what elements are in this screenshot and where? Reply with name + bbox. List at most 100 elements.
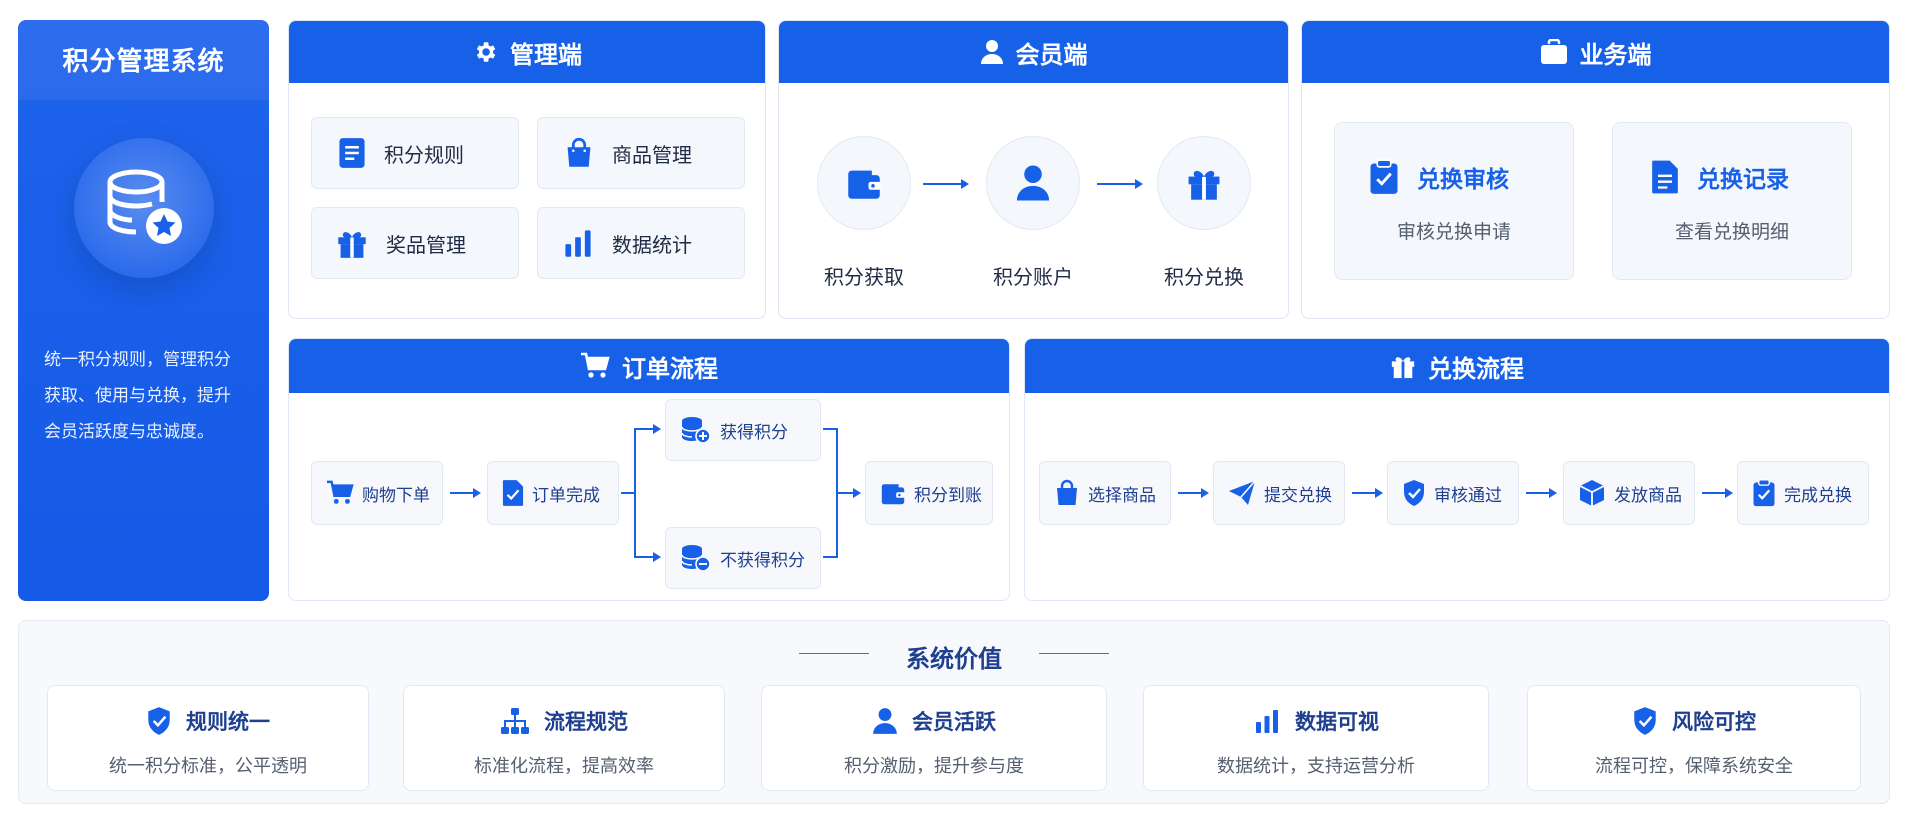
value-panel: 系统价值 规则统一 统一积分标准，公平透明 流程规范 标准化流程，提高效率 会员… [18, 620, 1890, 804]
order-node-no-earn[interactable]: 不获得积分 [665, 527, 821, 589]
cart-icon [326, 480, 354, 506]
value-title: 系统价值 [906, 645, 1002, 673]
redeem-flow-card: 兑换流程 选择商品 提交兑换 审核通过 发放商品 完成兑换 [1024, 338, 1890, 601]
shopping-bag-icon [1054, 479, 1080, 507]
user-icon [872, 707, 898, 735]
system-title: 积分管理系统 [18, 20, 269, 100]
user-icon [980, 39, 1004, 65]
order-node-label: 获得积分 [720, 422, 788, 443]
arrow-right [1097, 179, 1143, 189]
database-plus-icon [680, 415, 712, 445]
admin-item-prizes[interactable]: 奖品管理 [311, 207, 519, 279]
business-item-title: 兑换审核 [1417, 167, 1509, 193]
org-chart-icon [500, 707, 530, 735]
business-item-title: 兑换记录 [1697, 167, 1789, 193]
value-card-head: 会员活跃 [762, 706, 1106, 736]
admin-card-header: 管理端 [289, 21, 765, 83]
admin-item-label: 商品管理 [612, 142, 692, 167]
clipboard-check-icon [502, 479, 524, 507]
redeem-node-deliver[interactable]: 发放商品 [1563, 461, 1695, 525]
clipboard-check-icon [1369, 159, 1399, 195]
member-step-label: 积分账户 [993, 265, 1073, 289]
bar-chart-icon [562, 227, 594, 259]
shield-check-icon [1632, 706, 1658, 736]
wallet-icon [846, 166, 882, 200]
value-card: 规则统一 统一积分标准，公平透明 [47, 685, 369, 791]
arrow-right [1352, 488, 1383, 498]
redeem-node-label: 审核通过 [1434, 485, 1502, 506]
business-item-records[interactable]: 兑换记录 查看兑换明细 [1612, 122, 1852, 280]
value-card-desc: 标准化流程，提高效率 [474, 756, 654, 777]
order-flow-header: 订单流程 [289, 339, 1009, 393]
business-card-header: 业务端 [1302, 21, 1889, 83]
value-card-title: 流程规范 [544, 710, 628, 734]
value-card: 数据可视 数据统计，支持运营分析 [1143, 685, 1489, 791]
gear-icon [472, 39, 498, 65]
value-card: 风险可控 流程可控，保障系统安全 [1527, 685, 1861, 791]
system-description: 统一积分规则，管理积分 获取、使用与兑换，提升 会员活跃度与忠诚度。 [44, 342, 249, 450]
system-desc-line: 统一积分规则，管理积分 [44, 350, 231, 370]
shopping-bag-icon [564, 137, 594, 169]
member-step-earn[interactable] [817, 136, 911, 230]
order-flow-title: 订单流程 [622, 354, 718, 383]
member-card-header: 会员端 [779, 21, 1288, 83]
document-icon [1651, 159, 1679, 195]
value-card-head: 规则统一 [48, 706, 368, 736]
business-item-desc: 查看兑换明细 [1674, 221, 1789, 243]
system-desc-line: 会员活跃度与忠诚度。 [44, 422, 214, 442]
admin-item-products[interactable]: 商品管理 [537, 117, 745, 189]
order-node-credited[interactable]: 积分到账 [865, 461, 993, 525]
arrow-right [923, 179, 969, 189]
arrow-right [1702, 488, 1733, 498]
member-step-redeem[interactable] [1157, 136, 1251, 230]
shield-check-icon [1402, 479, 1426, 507]
business-item-head: 兑换记录 [1651, 159, 1789, 195]
business-title: 业务端 [1579, 40, 1652, 69]
business-item-review[interactable]: 兑换审核 审核兑换申请 [1334, 122, 1574, 280]
redeem-node-submit[interactable]: 提交兑换 [1213, 461, 1345, 525]
member-step-label: 积分获取 [824, 265, 904, 289]
value-card-desc: 统一积分标准，公平透明 [109, 756, 307, 777]
order-node-earn[interactable]: 获得积分 [665, 399, 821, 461]
admin-item-rules[interactable]: 积分规则 [311, 117, 519, 189]
redeem-node-approved[interactable]: 审核通过 [1387, 461, 1519, 525]
admin-item-label: 积分规则 [384, 142, 464, 167]
admin-card: 管理端 积分规则 商品管理 奖品管理 数据统计 [288, 20, 766, 319]
redeem-node-done[interactable]: 完成兑换 [1737, 461, 1869, 525]
branch-connector [621, 424, 661, 562]
value-card-head: 流程规范 [404, 706, 724, 736]
business-item-head: 兑换审核 [1369, 159, 1509, 195]
member-card: 会员端 积分获取 积分账户 积分兑换 [778, 20, 1289, 319]
value-card: 会员活跃 积分激励，提升参与度 [761, 685, 1107, 791]
user-icon [1015, 164, 1051, 202]
admin-item-statistics[interactable]: 数据统计 [537, 207, 745, 279]
system-panel: 积分管理系统 统一积分规则，管理积分 获取、使用与兑换，提升 会员活跃度与忠诚度… [18, 20, 269, 601]
value-card-desc: 流程可控，保障系统安全 [1595, 756, 1793, 777]
redeem-node-label: 提交兑换 [1264, 485, 1332, 506]
member-step-account[interactable] [986, 136, 1080, 230]
redeem-flow-header: 兑换流程 [1025, 339, 1889, 393]
divider [1039, 653, 1109, 654]
order-node-label: 积分到账 [914, 485, 982, 506]
value-card-head: 数据可视 [1144, 706, 1488, 736]
member-title: 会员端 [1015, 40, 1088, 69]
bar-chart-icon [1253, 707, 1281, 735]
redeem-node-label: 选择商品 [1088, 485, 1156, 506]
database-star-icon [74, 138, 214, 278]
value-card-title: 会员活跃 [912, 710, 996, 734]
value-card-desc: 数据统计，支持运营分析 [1217, 756, 1415, 777]
business-item-desc: 审核兑换申请 [1396, 221, 1511, 243]
system-desc-line: 获取、使用与兑换，提升 [44, 386, 231, 406]
admin-item-label: 奖品管理 [386, 232, 466, 257]
order-node-order[interactable]: 购物下单 [311, 461, 443, 525]
order-node-label: 订单完成 [532, 485, 600, 506]
gift-icon [336, 227, 368, 259]
value-card-head: 风险可控 [1528, 706, 1860, 736]
arrow-right [1526, 488, 1557, 498]
order-node-complete[interactable]: 订单完成 [487, 461, 619, 525]
order-node-label: 不获得积分 [720, 550, 805, 571]
merge-connector [823, 428, 861, 558]
redeem-node-select[interactable]: 选择商品 [1039, 461, 1171, 525]
wallet-icon [880, 481, 906, 505]
redeem-node-label: 完成兑换 [1784, 485, 1852, 506]
